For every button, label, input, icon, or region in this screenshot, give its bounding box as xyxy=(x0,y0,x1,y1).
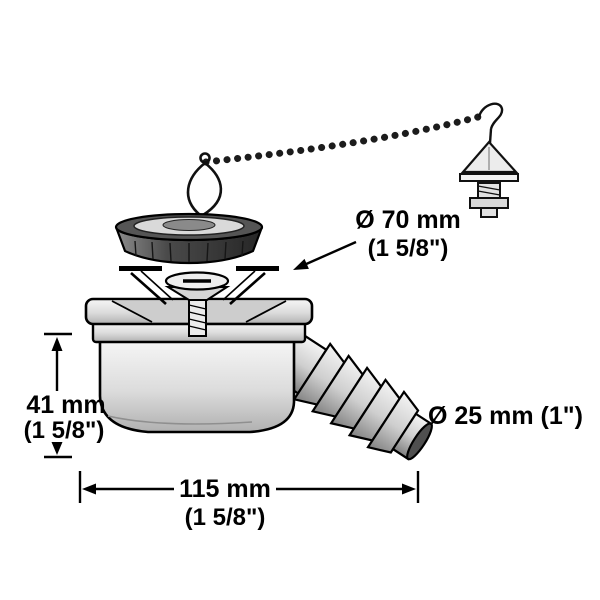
bail-left-wire xyxy=(186,161,206,216)
height-label: 41 mm xyxy=(26,391,105,419)
hanger-tip xyxy=(480,207,498,218)
hanger-bar xyxy=(459,173,519,182)
hanger-nut xyxy=(469,197,509,209)
arrowhead-icon xyxy=(51,337,63,351)
hanger-wire-loop-icon xyxy=(477,102,504,130)
screw-thread xyxy=(188,325,207,331)
flange-diameter-inches: (1 5/8") xyxy=(368,235,449,262)
screw-thread xyxy=(188,311,207,317)
hose-opening xyxy=(406,422,433,461)
dim-flange-diameter: Ø 70 mm (1 5/8") xyxy=(293,206,461,270)
outlet-diameter-label: Ø 25 mm (1") xyxy=(428,402,583,430)
sink-rim-cut xyxy=(119,266,279,271)
rim-dash-right xyxy=(236,266,279,271)
chain-link-icon xyxy=(199,152,211,164)
funnel-right-inner xyxy=(222,270,256,301)
stopper-ribs xyxy=(134,240,244,262)
screw-thread xyxy=(188,304,207,310)
arrowhead-icon xyxy=(82,483,96,495)
width-label: 115 mm xyxy=(179,475,271,503)
leader-line xyxy=(303,240,357,267)
dim-width: 115 mm (1 5/8") xyxy=(78,471,420,531)
funnel-left-outer xyxy=(130,272,167,305)
stopper-top-center xyxy=(162,219,216,231)
rim-dash-left xyxy=(119,266,162,271)
hanger-thread xyxy=(477,182,501,199)
hanger-stem xyxy=(488,128,493,144)
recess-edge-left xyxy=(111,300,153,323)
drain-body xyxy=(98,338,296,434)
bail-right-wire xyxy=(202,161,223,217)
screw-shaft xyxy=(188,297,207,337)
funnel-left-inner xyxy=(140,270,174,301)
hanger-thread-line xyxy=(477,190,501,196)
hanger-thread-line xyxy=(477,185,501,191)
rubber-stopper xyxy=(114,212,264,265)
arrowhead-icon xyxy=(51,442,63,455)
arrowhead-icon xyxy=(402,483,416,495)
bead-chain xyxy=(202,113,482,166)
strainer-funnel xyxy=(130,270,266,305)
funnel-right-outer xyxy=(229,272,266,305)
arrowhead-icon xyxy=(293,258,309,270)
flange-diameter-label: Ø 70 mm xyxy=(355,206,461,234)
recess-edge-right xyxy=(245,300,287,323)
screw-thread xyxy=(188,318,207,324)
chain-hanger xyxy=(459,102,519,218)
center-screw xyxy=(164,271,231,337)
dim-height: 41 mm (1 5/8") xyxy=(24,332,106,459)
stopper-wire-loop xyxy=(186,152,223,217)
height-inches: (1 5/8") xyxy=(24,417,105,444)
width-inches: (1 5/8") xyxy=(185,504,266,531)
body-bottom-shade xyxy=(107,415,253,425)
hose-barb xyxy=(366,389,420,454)
